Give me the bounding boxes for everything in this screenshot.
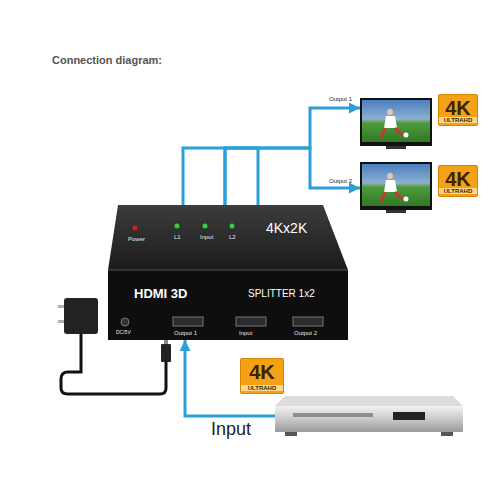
status-led [175,224,180,229]
player-foot [285,432,297,436]
badge-4k: 4K [241,362,283,382]
status-led [203,224,208,229]
player-top [275,396,463,406]
hdmi-port [236,317,266,326]
port-label: Input [239,330,252,336]
plug-prong [58,320,65,323]
player-front [275,406,463,432]
tv-screen: Output 2 [360,162,432,210]
input-label: Input [211,420,251,438]
hdmi-connector [225,148,360,205]
player-display [393,412,425,420]
output-label: Output 2 [329,178,352,184]
power-led [133,226,138,231]
blu-ray-player: Input [275,396,463,436]
led-label: L2 [229,234,236,240]
soccer-ball [404,133,409,138]
output-label: Output 1 [329,96,352,102]
tv-bezel [360,98,432,146]
player-foot [441,432,453,436]
tv-outline [360,162,432,210]
badge-ultrahd: ULTRAHD [241,385,283,391]
hdmi-splitter: PowerL1InputL24Kx2KHDMI 3DSPLITTER 1x2DC… [108,205,348,340]
badge-4k: 4K [439,98,477,118]
uhd-badge: 4KULTRAHD [438,94,478,126]
hdmi-connector [225,108,360,205]
badge-4k: 4K [439,169,477,189]
hdmi-connector [185,340,275,416]
disc-tray [293,413,373,417]
uhd-badge: 4K ULTRAHD [240,358,284,394]
tv-picture [362,100,430,142]
port-label: Output 1 [174,330,197,336]
player-figure [387,109,393,115]
dc-plug [161,344,171,362]
tv-bezel [360,162,432,210]
port-label: DC/5V [116,330,131,335]
port-label: Output 2 [294,330,317,336]
hdmi-port [293,317,323,326]
splitter-front [108,270,348,340]
plug-prong [58,305,65,308]
adapter-body [64,298,98,334]
hdmi-port [173,317,203,326]
product-label: SPLITTER 1x2 [248,289,315,299]
uhd-badge: 4KULTRAHD [438,165,478,197]
tv-screen: Output 1 [360,98,432,146]
player-figure [387,173,393,179]
player-figure [384,180,397,192]
player-figure [381,192,402,202]
led-label: L1 [174,234,181,240]
soccer-ball [404,197,409,202]
tv-picture [362,164,430,206]
splitter-outline [108,205,348,340]
led-label: Power [128,236,145,242]
brand-label: HDMI 3D [134,287,187,300]
bus-line [183,148,258,207]
splitter-edge [108,270,348,271]
splitter-top [108,205,348,270]
player-outline [275,396,463,436]
tv-outline [360,98,432,146]
tv-stand [386,146,406,149]
tv-stand [386,210,406,213]
model-label: 4Kx2K [266,221,307,235]
player-figure [381,128,402,138]
status-led [230,224,235,229]
player-figure [384,116,397,128]
led-label: Input [200,234,213,240]
diagram-title: Connection diagram: [52,54,162,66]
signal-bus [183,148,258,207]
power-cable [61,334,166,394]
badge-ultrahd: ULTRAHD [439,117,477,123]
dc-jack [121,318,129,326]
badge-ultrahd: ULTRAHD [439,188,477,194]
